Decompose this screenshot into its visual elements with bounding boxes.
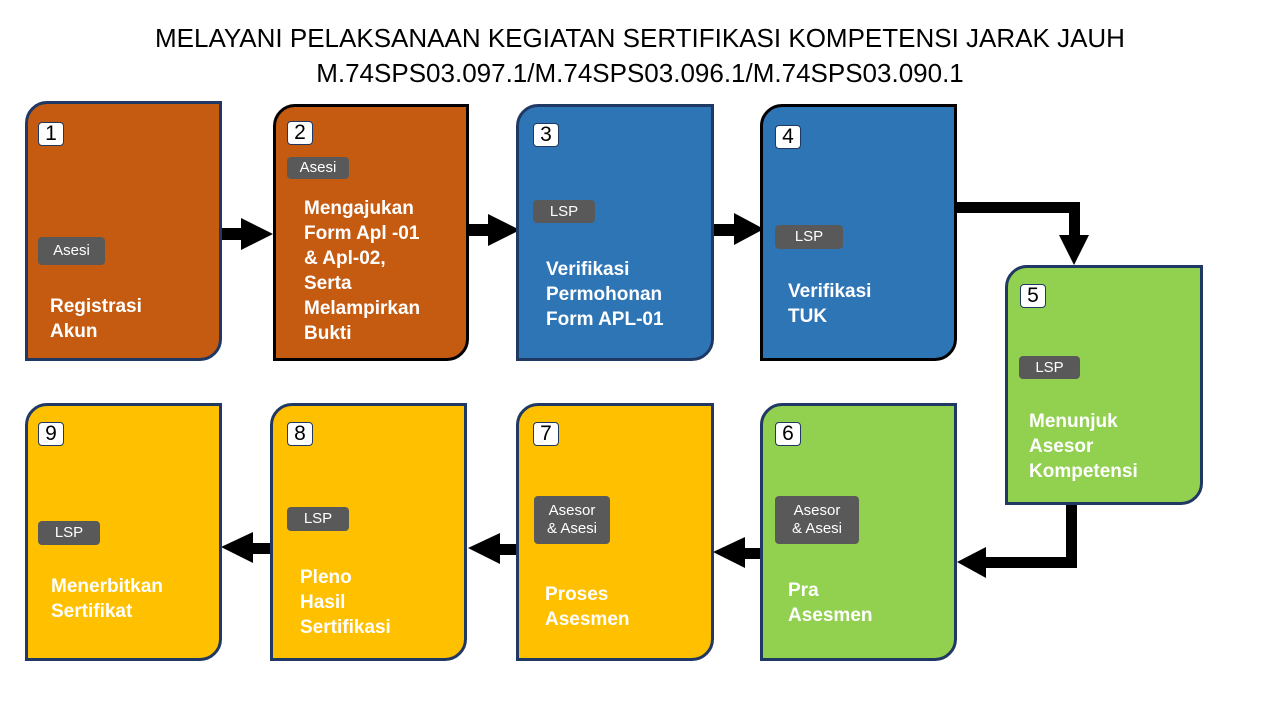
role-tag: LSP xyxy=(38,521,100,545)
arrow-3-4 xyxy=(713,213,764,245)
step-text: Pleno Hasil Sertifikasi xyxy=(300,567,391,638)
step-number-badge: 4 xyxy=(775,125,801,149)
step-number-badge: 2 xyxy=(287,121,313,145)
step-text: Registrasi Akun xyxy=(50,296,142,342)
step-3-box: 3 LSP Verifikasi Permohonan Form APL-01 xyxy=(516,104,714,361)
step-number-badge: 1 xyxy=(38,122,64,146)
role-tag: LSP xyxy=(287,507,349,531)
step-number-badge: 6 xyxy=(775,422,801,446)
step-text: Proses Asesmen xyxy=(545,584,630,630)
role-tag: Asesor & Asesi xyxy=(775,496,859,544)
step-number-badge: 9 xyxy=(38,422,64,446)
arrow-5-6 xyxy=(957,504,1077,578)
arrow-7-8 xyxy=(468,533,517,564)
role-tag: Asesi xyxy=(38,237,105,265)
arrow-1-2 xyxy=(221,218,273,250)
role-tag: Asesi xyxy=(287,157,349,179)
step-2-box: 2 Asesi Mengajukan Form Apl -01 & Apl-02… xyxy=(273,104,469,361)
step-text: Mengajukan Form Apl -01 & Apl-02, Serta … xyxy=(304,198,421,344)
diagram-title-line1: MELAYANI PELAKSANAAN KEGIATAN SERTIFIKAS… xyxy=(155,23,1125,53)
diagram-title-line2: M.74SPS03.097.1/M.74SPS03.096.1/M.74SPS0… xyxy=(316,58,964,88)
step-5-box: 5 LSP Menunjuk Asesor Kompetensi xyxy=(1005,265,1203,505)
arrow-2-3 xyxy=(468,214,520,246)
step-9-box: 9 LSP Menerbitkan Sertifikat xyxy=(25,403,222,661)
role-tag: LSP xyxy=(775,225,843,249)
arrow-4-5 xyxy=(956,202,1089,265)
step-7-box: 7 Asesor & Asesi Proses Asesmen xyxy=(516,403,714,661)
arrow-6-7 xyxy=(713,537,762,568)
step-text: Verifikasi TUK xyxy=(788,281,872,327)
step-number-badge: 8 xyxy=(287,422,313,446)
step-text: Pra Asesmen xyxy=(788,580,873,626)
step-number-badge: 7 xyxy=(533,422,559,446)
step-4-box: 4 LSP Verifikasi TUK xyxy=(760,104,957,361)
role-tag: LSP xyxy=(533,200,595,223)
step-8-box: 8 LSP Pleno Hasil Sertifikasi xyxy=(270,403,467,661)
step-text: Menunjuk Asesor Kompetensi xyxy=(1029,411,1138,482)
step-1-box: 1 Asesi Registrasi Akun xyxy=(25,101,222,361)
step-number-badge: 5 xyxy=(1020,284,1046,308)
role-tag: LSP xyxy=(1019,356,1080,379)
role-tag: Asesor & Asesi xyxy=(534,496,610,544)
step-text: Menerbitkan Sertifikat xyxy=(51,576,163,622)
step-text: Verifikasi Permohonan Form APL-01 xyxy=(546,259,664,330)
step-number-badge: 3 xyxy=(533,123,559,147)
arrow-8-9 xyxy=(221,532,270,563)
step-6-box: 6 Asesor & Asesi Pra Asesmen xyxy=(760,403,957,661)
